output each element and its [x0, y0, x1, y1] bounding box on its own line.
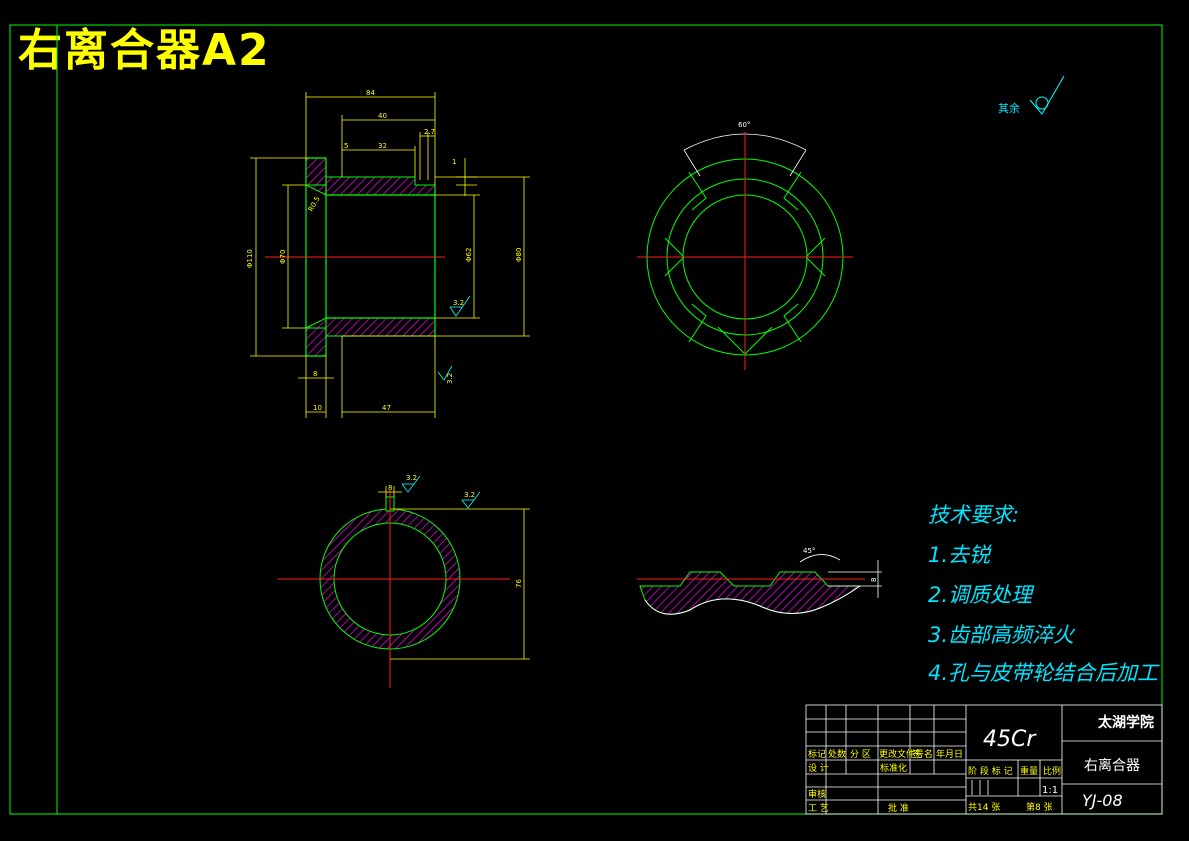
roughness-3-2-c: 3.2	[406, 474, 417, 482]
tech-requirement-1: 1.去锐	[928, 543, 991, 567]
weight-label: 重量	[1020, 765, 1038, 777]
outer-frame	[9, 24, 1163, 815]
process-label: 工 艺	[808, 803, 829, 814]
dim-8: 8	[313, 370, 317, 378]
roughness-3-2-b: 3.2	[446, 373, 454, 384]
header-date: 年月日	[936, 748, 963, 760]
dim-47: 47	[382, 404, 391, 412]
stage-mark-label: 阶 段 标 记	[968, 765, 1013, 777]
part-name: 右离合器	[1084, 757, 1140, 774]
dim-84: 84	[366, 89, 375, 97]
roughness-3-2-d: 3.2	[464, 491, 475, 499]
dim-r0-5: R0.5	[307, 195, 322, 213]
dim-1: 1	[452, 158, 456, 166]
material: 45Cr	[983, 727, 1037, 752]
sheet-number: 第8 张	[1026, 801, 1053, 813]
ring-section: 8 76 3.2 3.2	[277, 474, 530, 688]
dim-40: 40	[378, 112, 387, 120]
tech-requirements-heading: 技术要求:	[928, 503, 1020, 527]
tooth-profile-detail: 45° 8	[637, 547, 882, 615]
section-view: 84 40 2.7 5 32 1 Φ110 Φ70 Φ62 Φ80 R0.5 8…	[246, 89, 530, 418]
dim-76: 76	[515, 579, 523, 588]
header-count: 处数	[828, 748, 846, 760]
dim-phi110: Φ110	[246, 249, 254, 268]
school-name: 太湖学院	[1098, 714, 1154, 731]
sheets-total: 共14 张	[968, 802, 1000, 813]
design-label: 设 计	[808, 762, 829, 774]
header-zone: 分 区	[850, 749, 871, 760]
dim-angle-45: 45°	[803, 547, 815, 555]
header-sign: 签 名	[912, 748, 933, 760]
tech-requirement-3: 3.齿部高频淬火	[928, 623, 1075, 647]
title-block-header-row: 标记 处数 分 区 更改文件号 签 名 年月日	[808, 748, 963, 760]
header-mark: 标记	[808, 748, 826, 760]
dim-2-7: 2.7	[424, 128, 435, 136]
dim-phi62: Φ62	[465, 248, 473, 262]
title-block-design-row: 设 计 标准化	[808, 762, 907, 774]
dim-tooth-8: 8	[870, 578, 878, 582]
dim-32: 32	[378, 142, 387, 150]
header-change-doc: 更改文件号	[879, 748, 924, 760]
tech-requirement-4: 4.孔与皮带轮结合后加工	[928, 661, 1159, 685]
roughness-3-2-a: 3.2	[453, 299, 464, 307]
surface-note-label: 其余	[998, 101, 1020, 115]
dim-10: 10	[313, 404, 322, 412]
scale: 1:1	[1042, 785, 1058, 796]
dim-5: 5	[344, 142, 348, 150]
drawing-title: 右离合器A2	[18, 25, 271, 76]
surface-roughness-note: 其余	[998, 75, 1065, 115]
inner-frame	[56, 24, 1163, 815]
title-block	[805, 704, 1163, 815]
standardization-label: 标准化	[880, 762, 907, 774]
tech-requirement-2: 2.调质处理	[928, 583, 1033, 607]
dim-phi70: Φ70	[279, 250, 287, 264]
approve-label: 批 准	[888, 802, 909, 814]
review-label: 审核	[808, 788, 826, 800]
dim-phi80: Φ80	[515, 248, 523, 262]
drawing-number: YJ-08	[1082, 791, 1123, 810]
dim-key-8: 8	[388, 484, 392, 492]
dim-angle-60: 60°	[738, 121, 750, 129]
ratio-label: 比例	[1043, 765, 1061, 777]
